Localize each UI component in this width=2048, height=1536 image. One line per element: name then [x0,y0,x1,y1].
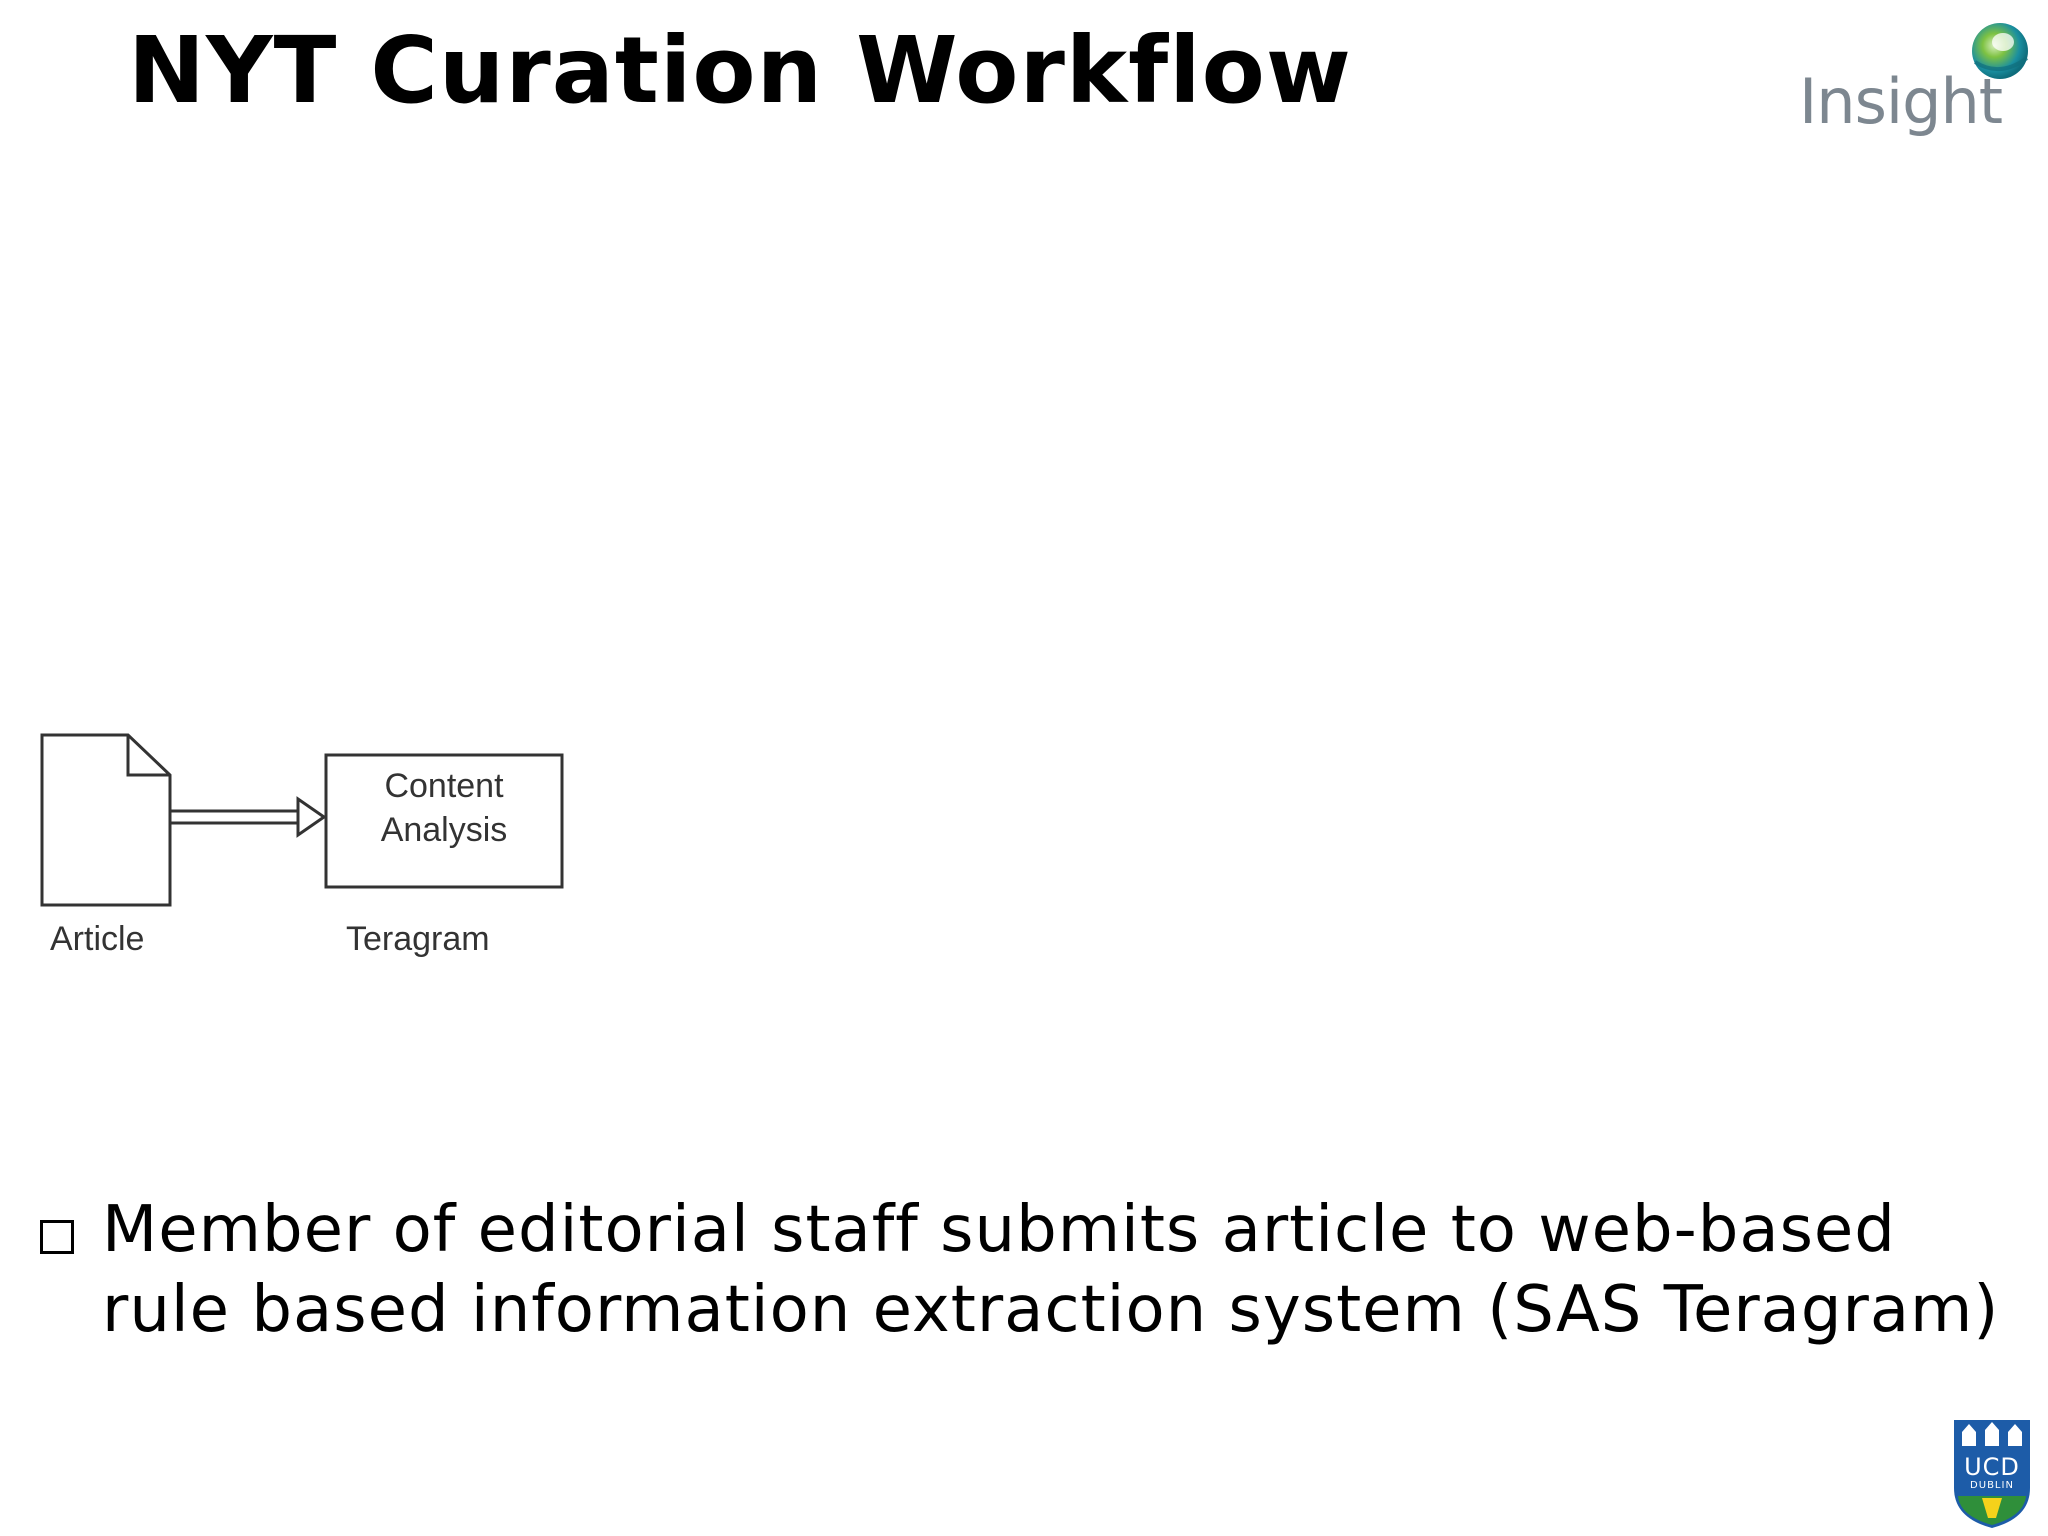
slide-title: NYT Curation Workflow [128,17,1352,124]
content-analysis-label: Content Analysis [380,767,508,849]
ucd-crest-icon [1954,1420,2030,1528]
bullet-text: Member of editorial staff submits articl… [102,1193,2000,1347]
ucd-text: UCD [1964,1453,2020,1481]
article-label: Article [50,920,145,958]
insight-orb-icon [1972,23,2029,79]
ucd-logo: UCD DUBLIN [1952,1418,2032,1530]
document-icon [40,733,172,907]
ucd-dublin-text: DUBLIN [1970,1480,2014,1491]
workflow-diagram: Content Analysis Article Teragram [30,720,590,980]
arrow-icon [170,796,327,838]
insight-logo: Insight [1795,18,2035,138]
content-analysis-box [324,753,564,889]
insight-logo-text: Insight [1799,65,2003,138]
teragram-label: Teragram [346,920,490,958]
bullet-square-icon [40,1220,74,1254]
workflow-diagram-graphic [40,733,564,907]
